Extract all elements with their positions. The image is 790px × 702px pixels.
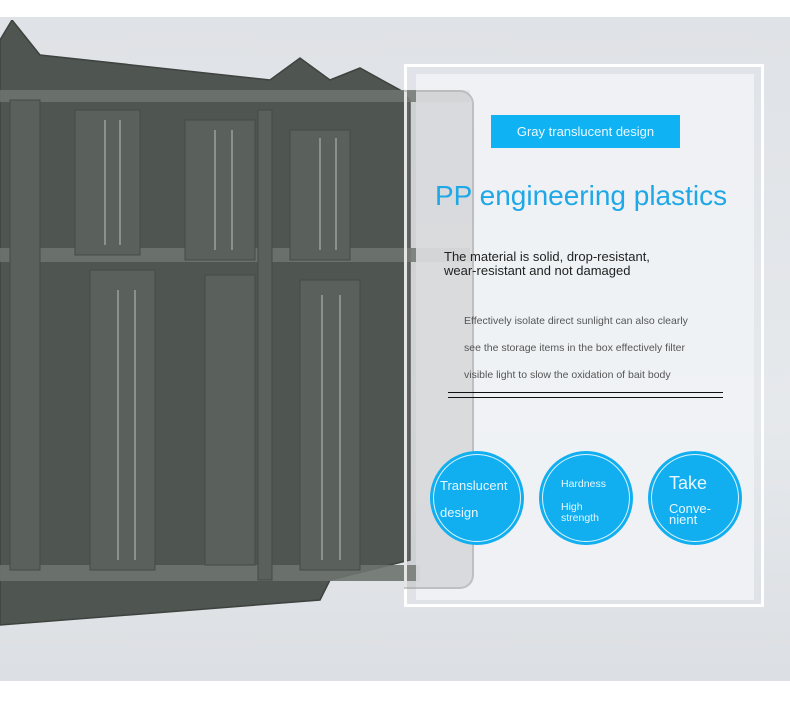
feature-label: Hardness	[561, 478, 606, 490]
info-frame	[404, 64, 764, 607]
feature-badge-convenient: Take Conve- nient	[648, 451, 742, 545]
feature-label: design	[440, 505, 479, 520]
feature-badge-translucent: Translucent design	[430, 451, 524, 545]
subheadline-line-2: wear-resistant and not damaged	[444, 263, 631, 278]
feature-label: High	[561, 501, 583, 513]
feature-badge-hardness: Hardness High strength	[539, 451, 633, 545]
feature-label: strength	[561, 512, 599, 524]
divider-line	[448, 397, 723, 398]
tackle-box-product-image	[0, 20, 470, 626]
headline: PP engineering plastics	[435, 180, 728, 211]
subheadline: The material is solid, drop-resistant, w…	[444, 250, 724, 278]
feature-label: Translucent	[440, 478, 508, 493]
feature-label: Take	[669, 473, 708, 493]
divider-line	[448, 392, 723, 393]
feature-label: Conve-	[669, 501, 711, 516]
description-line: visible light to slow the oxidation of b…	[464, 369, 671, 381]
feature-label: nient	[669, 512, 698, 527]
description-line: see the storage items in the box effecti…	[464, 342, 686, 354]
subheadline-line-1: The material is solid, drop-resistant,	[444, 249, 650, 264]
description: Effectively isolate direct sunlight can …	[464, 308, 724, 389]
description-line: Effectively isolate direct sunlight can …	[464, 315, 688, 327]
gray-translucent-tag: Gray translucent design	[491, 115, 680, 148]
